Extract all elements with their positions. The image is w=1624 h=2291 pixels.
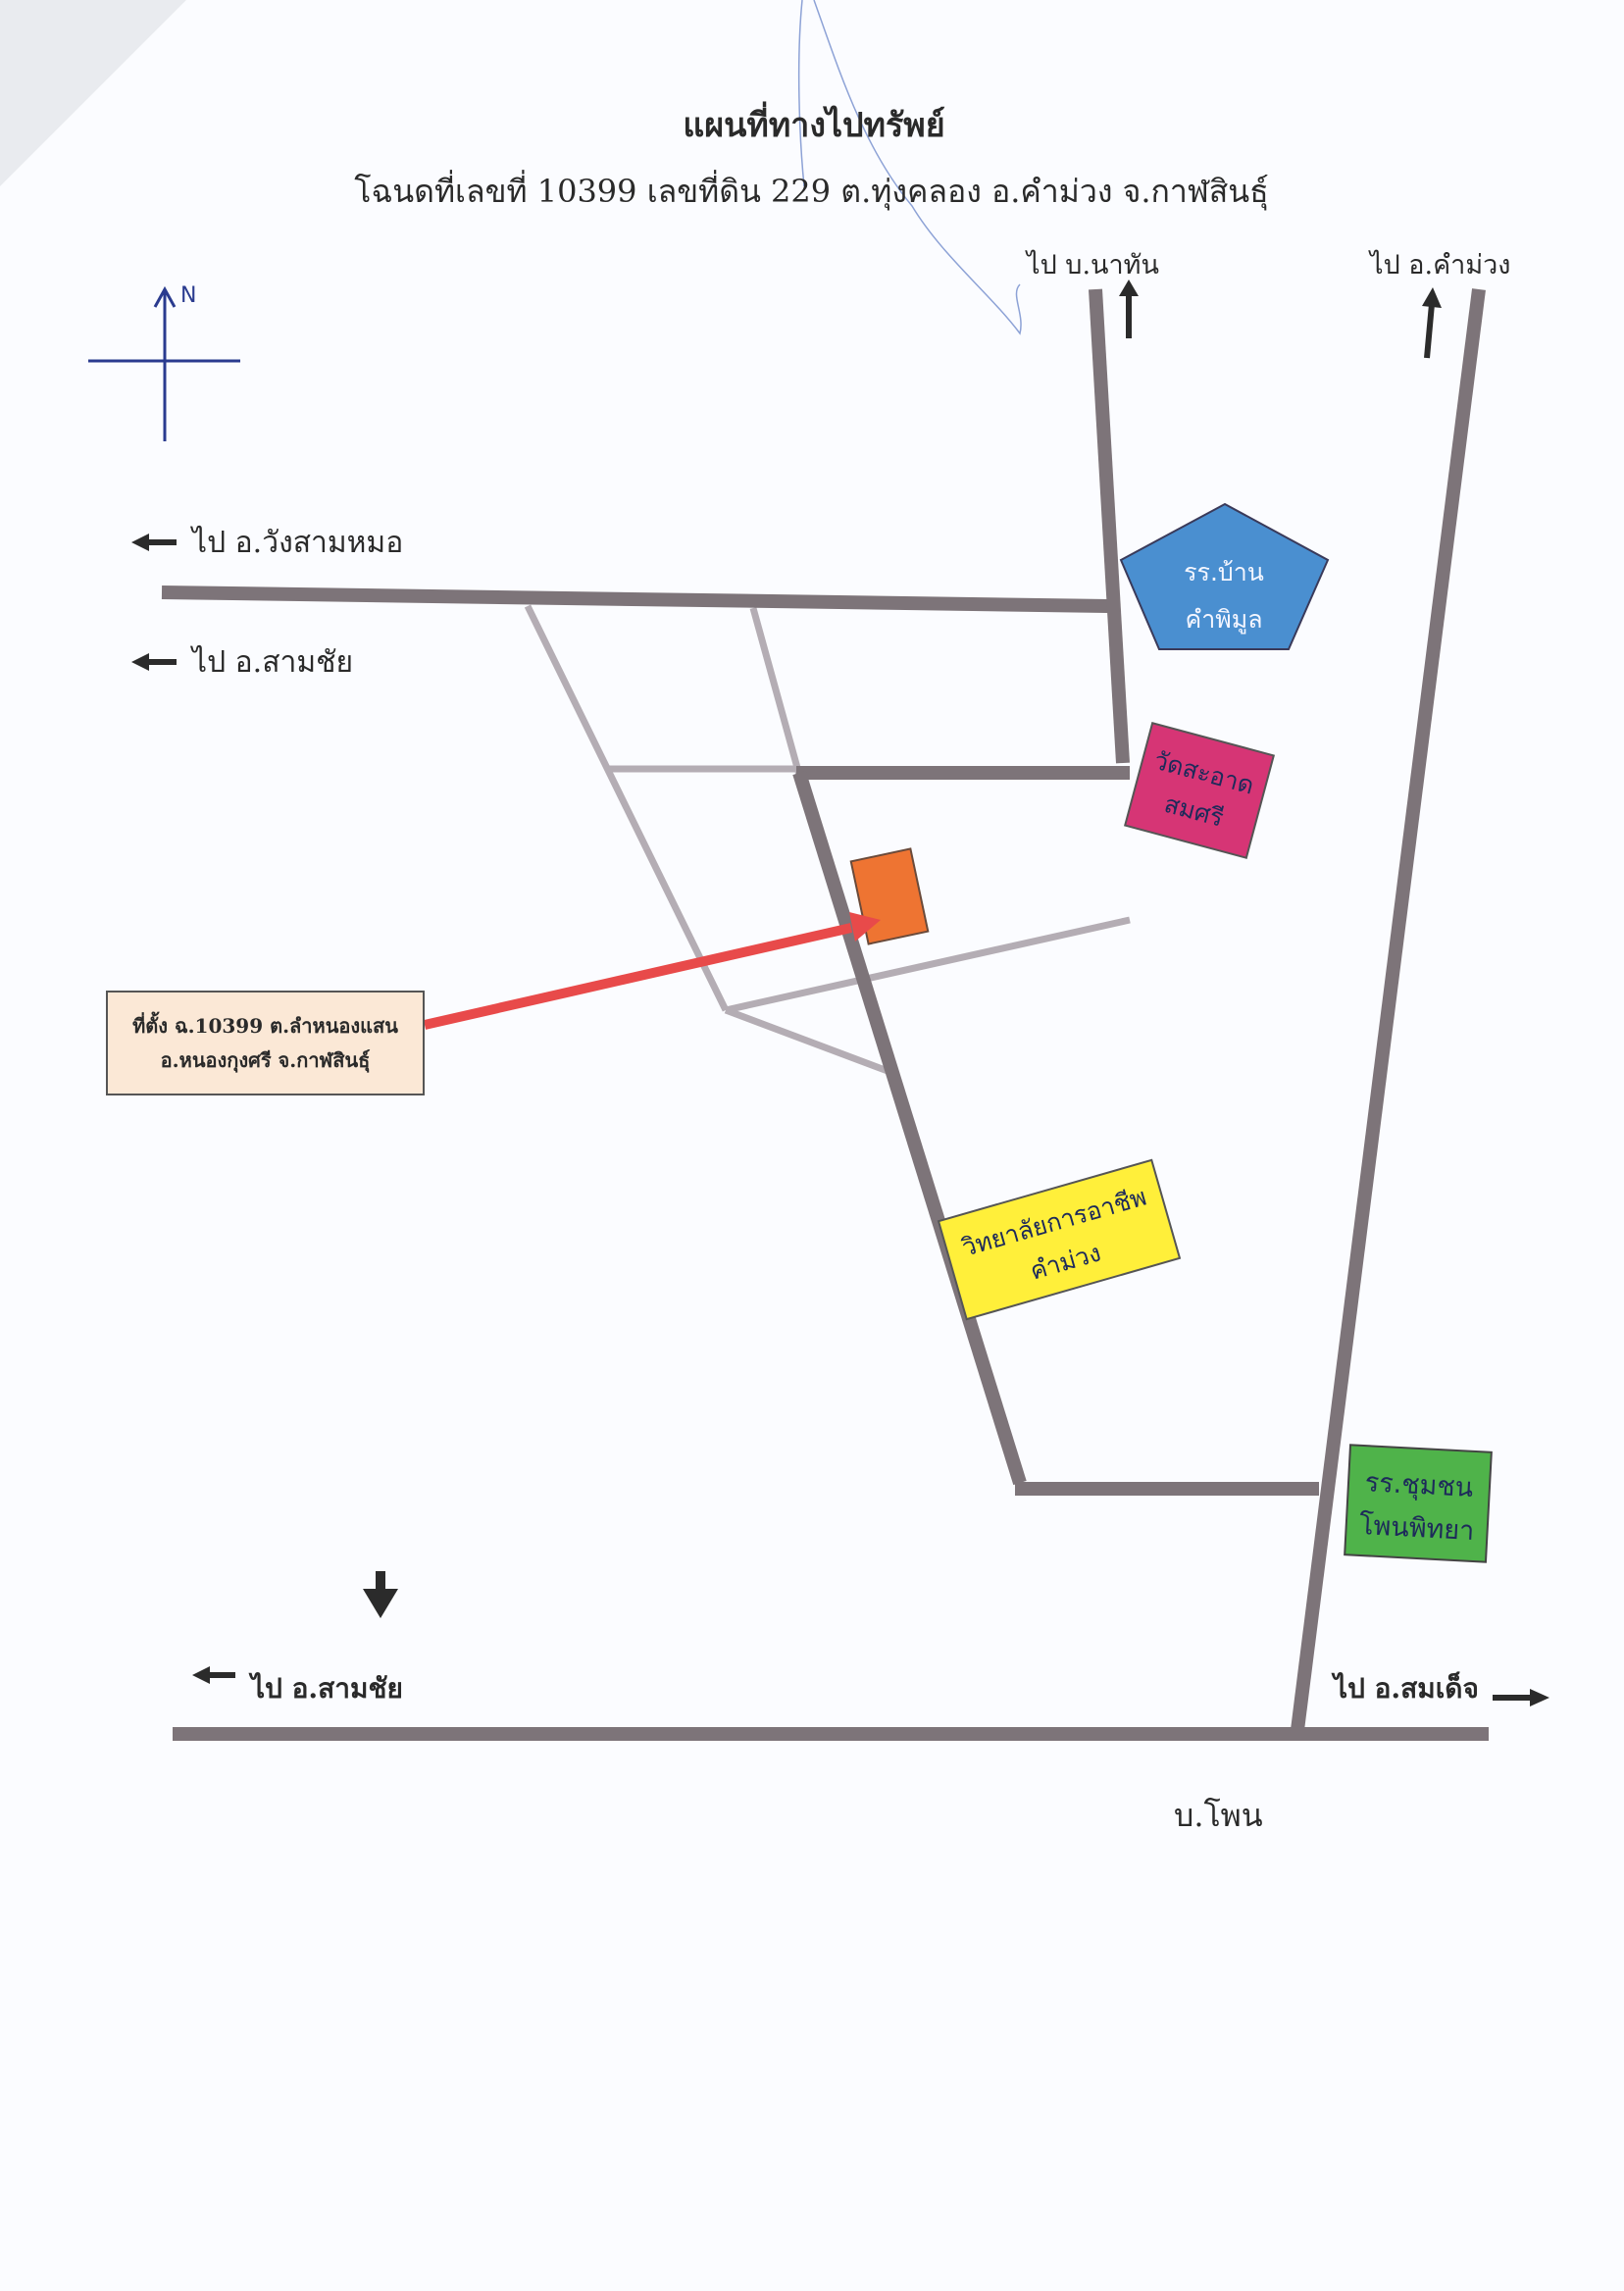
compass-n-label: N (180, 283, 197, 308)
arrow-left-wang-sam-mo-icon (131, 534, 177, 551)
minor-road-east-spur (725, 916, 1131, 1014)
direction-to-na-than: ไป บ.นาทัน (1027, 250, 1159, 280)
community-school-marker (1344, 1444, 1493, 1563)
arrow-up-kham-muang-icon (1422, 287, 1442, 359)
page-subtitle: โฉนดที่เลขที่ 10399 เลขที่ดิน 229 ต.ทุ่ง… (354, 173, 1269, 210)
minor-road-diagonal-mid (749, 607, 803, 776)
direction-to-wang-sam-mo: ไป อ.วังสามหมอ (192, 526, 404, 560)
north-arrow-icon (88, 285, 240, 441)
college-marker (937, 1158, 1182, 1321)
property-label-line2: อ.หนองกุงศรี จ.กาฬสินธุ์ (160, 1047, 371, 1072)
minor-road-south-spur (724, 1006, 889, 1075)
main-roads (161, 288, 1489, 1741)
community-school-line2: โพนพิทยา (1358, 1510, 1475, 1547)
page-title: แผนที่ทางไปทรัพย์ (683, 106, 945, 145)
property-pointer-arrow (423, 912, 881, 1030)
landmark-school-line1: รร.บ้าน (1184, 558, 1264, 586)
landmark-school-phon-phitthaya: รร.ชุมชน โพนพิทยา (1344, 1444, 1493, 1563)
pen-scribble (797, 0, 1022, 335)
landmark-college: วิทยาลัยการอาชีพ คำม่วง (937, 1158, 1182, 1321)
direction-to-kham-muang: ไป อ.คำม่วง (1370, 250, 1511, 280)
village-label: บ.โพน (1174, 1797, 1263, 1834)
pentagon-marker (1119, 502, 1330, 650)
property-label-box: ที่ตั้ง ฉ.10399 ต.ลำหนองแสน อ.หนองกุงศรี… (106, 991, 425, 1095)
landmark-school-kham-phi-mun: รร.บ้าน คำพิมูล (1119, 502, 1330, 650)
temple-marker (1123, 722, 1276, 859)
road-to-na-than (1089, 288, 1130, 764)
property-label-line1: ที่ตั้ง ฉ.10399 ต.ลำหนองแสน (132, 1013, 398, 1038)
arrow-right-somdet-icon (1493, 1689, 1549, 1706)
direction-to-somdet: ไป อ.สมเด็จ (1334, 1672, 1479, 1705)
landmark-school-line2: คำพิมูล (1185, 605, 1262, 635)
road-college (792, 770, 1027, 1486)
road-to-kham-muang (1290, 288, 1486, 1739)
direction-to-sam-chai-upper: ไป อ.สามชัย (192, 645, 354, 680)
arrow-down-icon (363, 1571, 398, 1618)
arrow-up-na-than-icon (1119, 280, 1139, 338)
direction-to-sam-chai-lower: ไป อ.สามชัย (251, 1672, 403, 1705)
arrow-left-sam-chai-lower-icon (192, 1666, 235, 1684)
minor-roads (524, 604, 1131, 1075)
folded-page-corner (0, 0, 186, 186)
road-to-wang-sam-mo (161, 585, 1109, 613)
minor-road-diagonal-west (524, 604, 730, 1012)
community-school-line1: รร.ชุมชน (1364, 1467, 1474, 1504)
direction-arrows (131, 280, 1549, 1706)
arrow-left-sam-chai-upper-icon (131, 653, 177, 671)
landmark-wat-sa-at-som-si: วัดสะอาด สมศรี (1123, 722, 1276, 859)
